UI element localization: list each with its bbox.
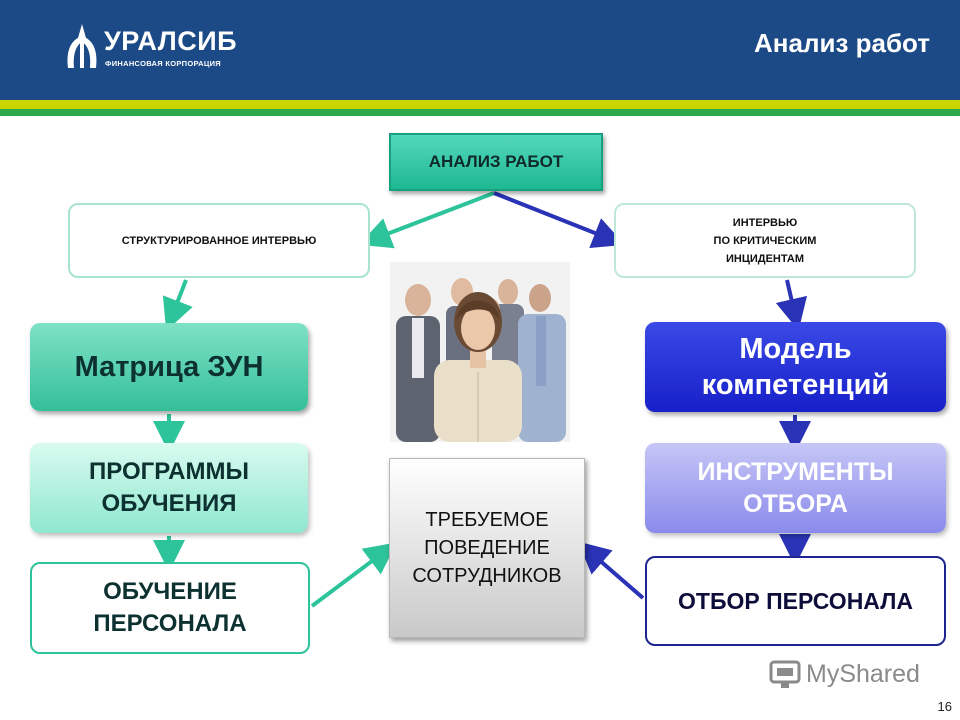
structured-interview-box: СТРУКТУРИРОВАННОЕ ИНТЕРВЬЮ	[68, 203, 370, 278]
kns-matrix-box: Матрица ЗУН	[30, 323, 308, 411]
competency-model-box: Модель компетенций	[645, 322, 946, 412]
required-behavior-line-2: ПОВЕДЕНИЕ	[424, 537, 550, 559]
competency-model-line-2: компетенций	[701, 369, 890, 401]
arrow-top-to-right	[493, 191, 625, 248]
critical-incident-line-3: ИНЦИДЕНТАМ	[725, 252, 805, 265]
watermark-text: MyShared	[806, 660, 920, 688]
critical-incident-interview-box: ИНТЕРВЬЮ ПО КРИТИЧЕСКИМ ИНЦИДЕНТАМ	[614, 203, 916, 278]
page-title: Анализ работ	[754, 28, 930, 58]
watermark: MyShared	[768, 656, 938, 692]
staff-training-line-2: ПЕРСОНАЛА	[93, 610, 247, 637]
staff-selection-label: ОТБОР ПЕРСОНАЛА	[678, 587, 913, 614]
logo-emblem-icon	[67, 24, 97, 68]
arrow-selection-to-behavior	[577, 541, 645, 600]
arrow-top-to-left	[359, 191, 495, 249]
header-bar	[0, 0, 960, 100]
selection-tools-box: ИНСТРУМЕНТЫ ОТБОРА	[645, 443, 946, 533]
structured-interview-label: СТРУКТУРИРОВАННОЕ ИНТЕРВЬЮ	[121, 234, 317, 247]
staff-training-line-1: ОБУЧЕНИЕ	[103, 578, 237, 605]
header-stripe-yellow	[0, 100, 960, 109]
job-analysis-box: АНАЛИЗ РАБОТ	[389, 133, 603, 191]
selection-tools-line-2: ОТБОРА	[743, 490, 848, 518]
required-behavior-box: ТРЕБУЕМОЕ ПОВЕДЕНИЕ СОТРУДНИКОВ	[389, 458, 585, 638]
page-number: 16	[937, 699, 952, 714]
kns-matrix-label: Матрица ЗУН	[74, 350, 264, 383]
header-stripe-green	[0, 109, 960, 116]
critical-incident-line-2: ПО КРИТИЧЕСКИМ	[713, 234, 817, 247]
company-logo: УРАЛСИБ ФИНАНСОВАЯ КОРПОРАЦИЯ	[62, 22, 242, 72]
arrow-left-interview-to-matrix	[162, 279, 193, 331]
staff-training-box: ОБУЧЕНИЕ ПЕРСОНАЛА	[30, 562, 310, 654]
training-programs-line-2: ОБУЧЕНИЯ	[101, 490, 237, 517]
selection-tools-line-1: ИНСТРУМЕНТЫ	[697, 458, 894, 486]
arrow-training-to-behavior	[310, 542, 397, 608]
logo-wordmark: УРАЛСИБ	[104, 26, 238, 56]
required-behavior-line-3: СОТРУДНИКОВ	[412, 565, 562, 587]
logo-subtitle: ФИНАНСОВАЯ КОРПОРАЦИЯ	[105, 59, 221, 68]
required-behavior-line-1: ТРЕБУЕМОЕ	[425, 509, 549, 531]
competency-model-line-1: Модель	[739, 333, 852, 365]
training-programs-box: ПРОГРАММЫ ОБУЧЕНИЯ	[30, 443, 308, 533]
staff-selection-box: ОТБОР ПЕРСОНАЛА	[645, 556, 946, 646]
training-programs-line-1: ПРОГРАММЫ	[89, 458, 249, 485]
business-team-photo	[390, 262, 570, 442]
myshared-logo-icon	[769, 660, 801, 688]
arrow-right-interview-to-model	[775, 279, 808, 331]
critical-incident-line-1: ИНТЕРВЬЮ	[732, 216, 798, 229]
